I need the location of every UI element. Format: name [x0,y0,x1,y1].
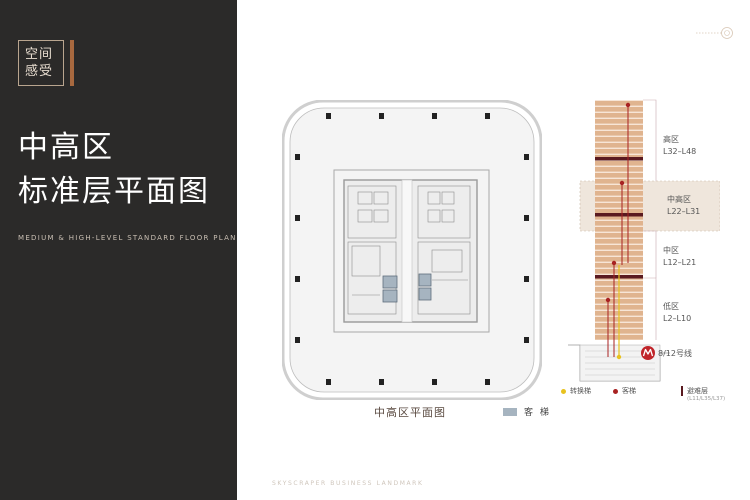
zone-label-high: 高区 L32–L48 [663,134,696,158]
page-title-line2: 标准层平面图 [18,174,210,209]
transfer-lift-legend-dot [561,389,566,394]
floor-plan-drawing [282,100,542,400]
zone-name: 低区 [663,302,679,311]
zone-name: 中区 [663,246,679,255]
zone-range: L22–L31 [667,207,701,216]
footer-tagline: SKYSCRAPER BUSINESS LANDMARK [272,480,424,487]
badge-line1: 空间 [25,47,54,62]
zone-range: L2–L10 [663,314,692,323]
refuge-floor-legend-bar [681,386,683,396]
left-panel: 空间 感受 中高区 标准层平面图 MEDIUM & HIGH-LEVEL STA… [0,0,237,500]
section-badge: 空间 感受 [18,40,64,86]
transfer-lift-legend-label: 转换梯 [570,387,591,395]
passenger-lift-legend-text: 客梯 [622,387,636,395]
passenger-lift-swatch [503,408,517,416]
refuge-floor-l37 [595,157,643,161]
badge-line2: 感受 [25,64,54,79]
page-subtitle: MEDIUM & HIGH-LEVEL STANDARD FLOOR PLAN [18,234,237,242]
floor-plan-caption: 中高区平面图 [374,406,446,419]
refuge-floor-l35 [595,213,643,217]
tower-section-diagram: 高区 L32–L48 中高区 L22–L31 中区 L12–L21 低区 L2–… [560,95,725,410]
zone-name: 高区 [663,135,679,144]
decorative-logo-icon [696,27,733,39]
refuge-floor-list: (L11/L35/L37) [687,396,726,402]
zone-range: L32–L48 [663,147,697,156]
zone-name: 中高区 [667,195,691,204]
zone-label-mid: 中区 L12–L21 [663,245,696,269]
metro-logo-icon [641,346,655,360]
refuge-floor-legend-label: 避难层 [687,387,708,395]
metro-line-label: 8/12号线 [658,349,692,358]
page-title-line1: 中高区 [18,130,114,165]
badge-accent-bar [70,40,74,86]
zone-label-low: 低区 L2–L10 [663,301,691,325]
zone-range: L12–L21 [663,258,697,267]
tower-section-graphic [568,99,720,382]
zone-label-mid-high: 中高区 L22–L31 [667,194,700,218]
passenger-lift-legend-dot [613,389,618,394]
passenger-lift-legend-label: 客 梯 [524,408,551,418]
